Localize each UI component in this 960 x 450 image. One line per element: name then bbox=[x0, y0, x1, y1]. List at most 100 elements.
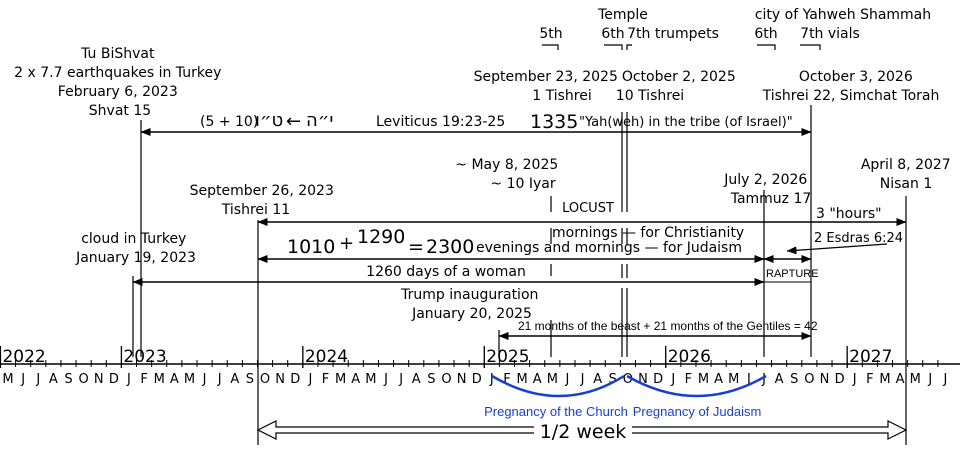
month-label: D bbox=[290, 372, 300, 387]
month-label: A bbox=[230, 372, 239, 387]
oct-2025-label: October 2, 2025 10 Tishrei bbox=[616, 69, 740, 104]
bracket-6th-vial bbox=[757, 44, 776, 50]
evenings-label: evenings and mornings — for Judaism bbox=[476, 240, 742, 256]
year-label: 2024 bbox=[305, 347, 348, 367]
month-label: J bbox=[20, 372, 25, 387]
span-three-hours: 3 "hours" bbox=[257, 206, 907, 226]
trump-label: Trump inauguration January 20, 2025 bbox=[400, 287, 543, 322]
month-label: A bbox=[775, 372, 784, 387]
woman-label: 1260 days of a woman bbox=[366, 264, 526, 280]
year-label: 2025 bbox=[486, 347, 529, 367]
mornings-label: mornings — for Christianity bbox=[552, 225, 744, 241]
month-label: M bbox=[184, 372, 195, 387]
month-label: J bbox=[383, 372, 388, 387]
leviticus-label: Leviticus 19:23-25 bbox=[376, 114, 505, 130]
yahweh-quote-label: "Yah(weh) in the tribe (of Israel)" bbox=[579, 115, 793, 130]
event-labels: Tu BiShvat 2 x 7.7 earthquakes in Turkey… bbox=[14, 46, 955, 322]
oct-2026-label: October 3, 2026 Tishrei 22, Simchat Tora… bbox=[762, 69, 940, 104]
three-hours-label: 3 "hours" bbox=[816, 206, 882, 222]
beast-label: 21 months of the beast + 21 months of th… bbox=[518, 319, 818, 333]
year-label: 2027 bbox=[849, 347, 892, 367]
num-2300-label: 2300 bbox=[426, 236, 474, 258]
sixth-vial-label: 6th bbox=[754, 26, 777, 42]
span-1335: (5 + 10) ט״ו ← י״ה Leviticus 19:23-25 13… bbox=[140, 110, 812, 136]
city-label: city of Yahweh Shammah bbox=[755, 7, 931, 23]
month-label: A bbox=[533, 372, 542, 387]
month-label: N bbox=[820, 372, 830, 387]
leviticus-prefix-label: (5 + 10) bbox=[200, 114, 258, 130]
rapture-label: RAPTURE bbox=[766, 268, 819, 280]
rapture-group: RAPTURE 2 Esdras 6:24 bbox=[763, 231, 903, 283]
month-label: M bbox=[910, 372, 921, 387]
month-label: M bbox=[516, 372, 527, 387]
month-label: J bbox=[202, 372, 207, 387]
month-label: F bbox=[140, 372, 147, 387]
num-1290-label: 1290 bbox=[357, 226, 405, 248]
year-label: 2022 bbox=[2, 347, 45, 367]
plus-label: + bbox=[339, 233, 354, 254]
month-label: F bbox=[503, 372, 510, 387]
month-label: O bbox=[78, 372, 88, 387]
month-label: J bbox=[943, 372, 948, 387]
hebrew-arrow-label: ← bbox=[286, 111, 301, 132]
apr-2027-label: April 8, 2027 Nisan 1 bbox=[861, 157, 955, 192]
month-label: F bbox=[685, 372, 692, 387]
month-label: M bbox=[547, 372, 558, 387]
pregnancy-church-label: Pregnancy of the Church bbox=[484, 404, 628, 419]
bracket-7th-trumpet bbox=[626, 44, 632, 50]
month-label: M bbox=[728, 372, 739, 387]
esdras-pointer bbox=[786, 243, 888, 255]
month-label: A bbox=[593, 372, 602, 387]
sep-2023-label: September 26, 2023 Tishrei 11 bbox=[190, 183, 339, 218]
bracket-6th-trumpet bbox=[604, 44, 623, 50]
year-label: 2023 bbox=[123, 347, 166, 367]
seventh-trumpets-label: 7th trumpets bbox=[627, 26, 719, 42]
half-week-span: 1/2 week bbox=[256, 420, 908, 443]
month-label: F bbox=[322, 372, 329, 387]
locust-label: LOCUST bbox=[562, 201, 614, 216]
pregnancy-arcs: Pregnancy of the Church Pregnancy of Jud… bbox=[484, 374, 767, 419]
month-label: A bbox=[170, 372, 179, 387]
month-label: J bbox=[761, 372, 766, 387]
seventh-vials-label: 7th vials bbox=[800, 26, 860, 42]
month-label: J bbox=[35, 372, 40, 387]
month-label: J bbox=[746, 372, 751, 387]
may-2025-label: ~ May 8, 2025 ~ 10 Iyar bbox=[455, 157, 562, 192]
month-label: D bbox=[472, 372, 482, 387]
pregnancy-judaism-label: Pregnancy of Judaism bbox=[633, 404, 762, 419]
rapture-bracket bbox=[763, 252, 812, 283]
jul-2026-label: July 2, 2026 Tammuz 17 bbox=[723, 172, 812, 207]
cloud-turkey-label: cloud in Turkey January 19, 2023 bbox=[75, 231, 196, 266]
month-label: J bbox=[580, 372, 585, 387]
month-label: J bbox=[217, 372, 222, 387]
month-label: S bbox=[64, 372, 72, 387]
month-label: J bbox=[126, 372, 131, 387]
days-1335-label: 1335 bbox=[530, 111, 578, 133]
month-label: M bbox=[154, 372, 165, 387]
equals-label: = bbox=[408, 236, 424, 258]
sixth-trumpet-label: 6th bbox=[601, 26, 624, 42]
month-label: M bbox=[2, 372, 13, 387]
month-label: J bbox=[307, 372, 312, 387]
month-label: J bbox=[927, 372, 932, 387]
month-label: A bbox=[714, 372, 723, 387]
month-label: O bbox=[441, 372, 451, 387]
month-label: N bbox=[638, 372, 648, 387]
month-label: N bbox=[94, 372, 104, 387]
sep-2025-label: September 23, 2025 1 Tishrei bbox=[474, 69, 623, 104]
month-label: S bbox=[790, 372, 798, 387]
month-label: A bbox=[412, 372, 421, 387]
half-week-label: 1/2 week bbox=[540, 421, 627, 443]
hebrew-right-label: י״ה bbox=[306, 110, 333, 131]
arc-judaism bbox=[626, 374, 767, 398]
half-week-label-bg bbox=[534, 420, 632, 440]
month-label: D bbox=[653, 372, 663, 387]
bracket-5th bbox=[542, 44, 559, 50]
arc-church bbox=[491, 374, 625, 398]
month-label: J bbox=[852, 372, 857, 387]
brackets bbox=[542, 44, 821, 50]
month-label: J bbox=[565, 372, 570, 387]
month-label: N bbox=[275, 372, 285, 387]
span-1260: 1260 days of a woman bbox=[132, 264, 765, 286]
